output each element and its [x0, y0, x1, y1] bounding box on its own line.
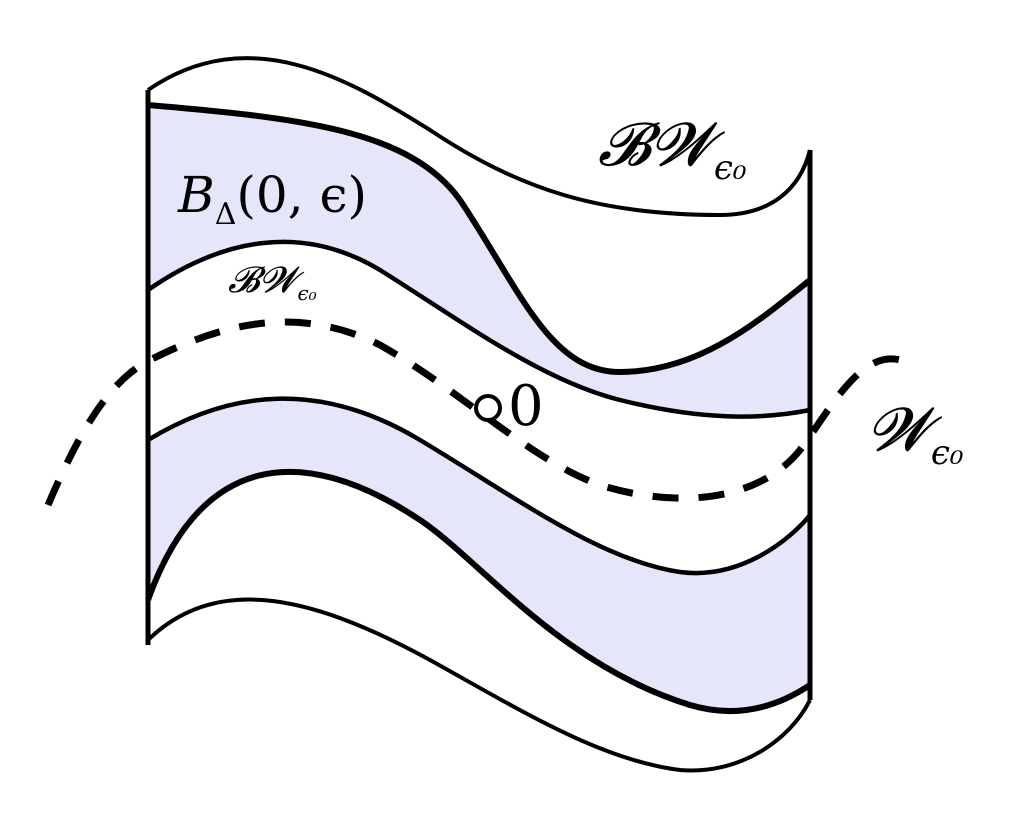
origin-point — [474, 394, 502, 422]
ball-label: BΔ(0, ϵ) — [177, 166, 367, 232]
inner-sheet-upper-boundary — [146, 239, 811, 419]
outer-sheet-bottom-edge — [146, 597, 812, 773]
ball-region-upper — [148, 105, 810, 417]
ball-region-lower — [148, 398, 810, 712]
origin-label: 0 — [508, 374, 544, 439]
outer-sheet-label: 𝓑𝓦ϵ₀ — [598, 110, 747, 188]
ball-upper-boundary — [147, 102, 812, 376]
outer-sheet-top-edge — [146, 56, 812, 218]
manifold-dashed-curve — [44, 318, 901, 507]
inner-sheet-lower-boundary — [146, 396, 812, 576]
manifold-label: 𝓦ϵ₀ — [868, 395, 964, 473]
ball-lower-boundary — [145, 468, 812, 715]
inner-sheet-label: 𝓑𝓦ϵ₀ — [228, 260, 317, 305]
